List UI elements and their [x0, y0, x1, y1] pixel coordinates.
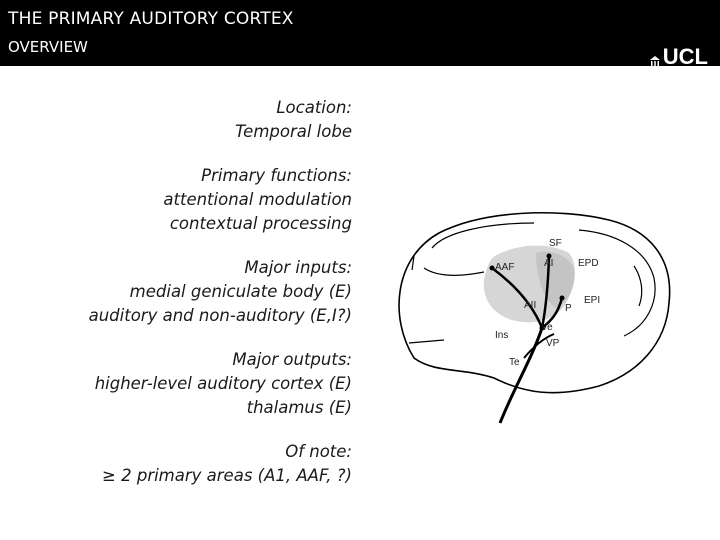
label-aaf: AAF [495, 262, 514, 273]
section-line: attentional modulation [163, 190, 352, 209]
section-label: Major outputs: [232, 350, 352, 369]
section-major-inputs: Major inputs: medial geniculate body (E)… [12, 256, 352, 328]
section-label: Location: [276, 98, 352, 117]
label-p: P [565, 303, 572, 314]
section-line: auditory and non-auditory (E,I?) [88, 306, 352, 325]
section-line: higher-level auditory cortex (E) [94, 374, 352, 393]
section-label: Of note: [285, 442, 352, 461]
sulcus-line [578, 229, 656, 337]
sulcus-line [431, 222, 535, 249]
section-line: ≥ 2 primary areas (A1, AAF, ?) [102, 466, 352, 485]
section-line: contextual processing [169, 214, 352, 233]
label-epd: EPD [578, 258, 599, 269]
junction-dot [539, 325, 545, 331]
slide-subtitle: OVERVIEW [8, 38, 88, 56]
label-te: Te [509, 357, 520, 368]
sylvian-fissure [540, 255, 551, 329]
section-line: Temporal lobe [235, 122, 352, 141]
label-aii: AII [524, 300, 536, 311]
header-bar: THE PRIMARY AUDITORY CORTEX OVERVIEW UCL [0, 0, 720, 69]
section-label: Major inputs: [244, 258, 352, 277]
label-ve: Ve [541, 322, 553, 333]
section-line: medial geniculate body (E) [129, 282, 352, 301]
brain-diagram: SF AAF AI EPD AII P EPI Ins Ve VP Te [398, 212, 671, 424]
sylvian-fissure [491, 266, 544, 329]
ucl-portico-icon [649, 56, 660, 68]
brain-outline [398, 212, 671, 394]
label-vp: VP [546, 338, 560, 349]
label-sf: SF [549, 238, 562, 249]
section-major-outputs: Major outputs: higher-level auditory cor… [12, 348, 352, 420]
sulcus-line [633, 265, 643, 307]
sulcus-line [423, 267, 485, 276]
info-column: Location: Temporal lobe Primary function… [12, 96, 352, 508]
sylvian-fissure [498, 327, 544, 424]
junction-dot [489, 265, 495, 271]
sylvian-fissure [523, 333, 555, 359]
section-of-note: Of note: ≥ 2 primary areas (A1, AAF, ?) [12, 440, 352, 488]
sulcus-line [411, 255, 415, 271]
junction-dot [546, 253, 552, 259]
section-location: Location: Temporal lobe [12, 96, 352, 144]
section-primary-functions: Primary functions: attentional modulatio… [12, 164, 352, 236]
junction-dot [559, 295, 565, 301]
section-line: thalamus (E) [246, 398, 352, 417]
section-label: Primary functions: [201, 166, 352, 185]
slide-title: THE PRIMARY AUDITORY CORTEX [8, 9, 294, 29]
logo-text: UCL [662, 44, 708, 69]
ucl-logo: UCL [649, 44, 708, 69]
sylvian-fissure [541, 297, 564, 329]
label-epi: EPI [584, 295, 600, 306]
sulcus-line [408, 339, 445, 344]
label-ins: Ins [495, 330, 508, 341]
label-ai: AI [544, 258, 553, 269]
